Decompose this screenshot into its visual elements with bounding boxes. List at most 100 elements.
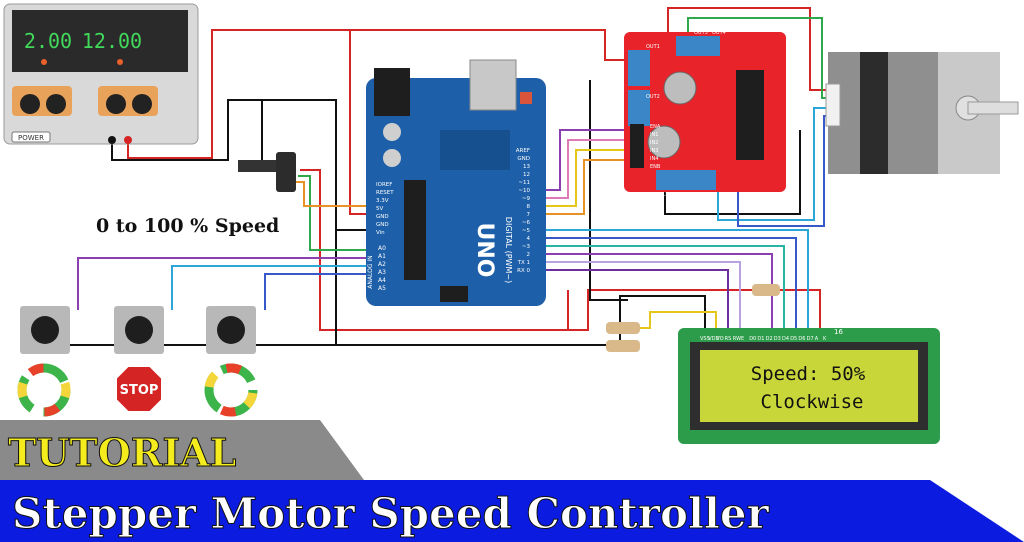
wires — [20, 7, 828, 346]
wire-5v-red — [349, 30, 372, 215]
capacitor — [383, 149, 401, 167]
wire-in2-pink — [540, 139, 628, 199]
potentiometer[interactable] — [238, 152, 296, 192]
motor-connector — [825, 83, 841, 127]
stop-octagon — [115, 365, 163, 413]
microcontroller-chip — [404, 180, 426, 280]
power-terminal — [656, 170, 716, 190]
driver-pin-label: IN2 — [650, 140, 658, 146]
digital-pin-label: TX 1 — [517, 260, 530, 266]
wire-in1-purple — [540, 129, 628, 191]
driver-pin-label: ENA — [650, 124, 661, 130]
rotate-counterclockwise-icon — [204, 363, 258, 417]
usb-port — [469, 59, 517, 111]
current-coarse-knob[interactable] — [20, 94, 40, 114]
voltage-fine-knob[interactable] — [132, 94, 152, 114]
resistors — [606, 284, 780, 352]
wire-in3-yellow — [540, 149, 628, 207]
voltage-coarse-knob[interactable] — [106, 94, 126, 114]
lcd-pin-label: VSS — [700, 336, 710, 342]
digital-pin-label: 2 — [527, 252, 531, 258]
lcd-pin-label: VDD — [708, 336, 719, 342]
driver-capacitor — [663, 71, 697, 105]
digital-pin-label: ~5 — [522, 228, 531, 234]
resistor — [752, 284, 780, 296]
analog-pin-label: A4 — [378, 277, 386, 284]
wire-lcd-violet — [540, 269, 729, 330]
stop-sign-label: STOP — [120, 383, 159, 398]
wire-motor-cyan — [717, 107, 828, 221]
digital-pin-label: GND — [517, 156, 530, 162]
current-fine-knob[interactable] — [46, 94, 66, 114]
analog-pin-label: A1 — [378, 253, 386, 260]
lcd-pin-label: E — [741, 336, 744, 342]
rotate-ring — [17, 363, 71, 417]
indicator-led — [117, 59, 123, 65]
button-cap — [125, 316, 153, 344]
clockwise-button[interactable] — [20, 306, 70, 354]
power-button[interactable] — [11, 131, 51, 143]
driver-pin-label: ENB — [650, 164, 661, 170]
counterclockwise-button[interactable] — [206, 306, 256, 354]
wire-lcd-teal — [540, 245, 785, 330]
digital-pin-label: ~10 — [518, 188, 530, 194]
wire-gnd-bus — [335, 100, 706, 346]
wire-lcd-blue — [540, 237, 797, 330]
wire-contrast-yellow — [640, 311, 717, 330]
motor-stator — [860, 52, 888, 174]
digital-pin-label: 13 — [523, 164, 530, 170]
analog-pin-label: A0 — [378, 245, 386, 252]
driver-capacitor — [647, 125, 681, 159]
current-display: 12.00 — [82, 29, 142, 53]
push-buttons — [20, 306, 256, 354]
driver-pin-label: OUT3 — [694, 30, 708, 36]
rotate-ring-accent — [204, 363, 258, 417]
arduino-uno: UNO DIGITAL (PWM~) ANALOG IN IOREFRESET3… — [366, 59, 546, 306]
tutorial-banner-bg — [0, 420, 364, 480]
digital-pin-label: 4 — [527, 236, 531, 242]
lcd-pin-label: D5 — [790, 336, 797, 342]
wire-psu-red — [127, 29, 628, 159]
wire-motor-blue — [737, 115, 828, 227]
wire-btn2-cyan — [171, 265, 372, 310]
reset-button[interactable] — [520, 92, 532, 104]
lcd-pin-label: D3 — [774, 336, 781, 342]
rotate-clockwise-icon — [17, 363, 71, 417]
digital-pin-label: ~6 — [522, 220, 531, 226]
wire-pot-green — [298, 175, 372, 251]
stepper-motor — [825, 52, 1019, 174]
power-pin-label: Vin — [376, 230, 385, 236]
power-pin-label: IOREF — [376, 182, 392, 188]
driver-pin-label: OUT2 — [646, 94, 660, 100]
driver-pin-label: IN4 — [650, 156, 658, 162]
rotate-ring-accent — [17, 363, 71, 417]
wire-lcd-lilac — [540, 261, 741, 330]
potentiometer-body — [276, 152, 296, 192]
indicator-led — [41, 59, 47, 65]
wire-pot-red — [300, 169, 821, 331]
lcd-pin-label: RW — [733, 336, 741, 342]
capacitor — [383, 123, 401, 141]
wire-pot-orange — [296, 181, 372, 207]
voltage-display: 2.00 — [24, 29, 72, 53]
driver-pin-label: 5V — [702, 192, 709, 198]
tutorial-label: TUTORIAL — [8, 430, 236, 475]
lcd-pin-label: D0 — [749, 336, 756, 342]
lcd-pin-count: 16 — [834, 328, 843, 336]
wire-motor-red — [667, 7, 828, 91]
button-cap — [31, 316, 59, 344]
lcd-line-1: Speed: 50% — [751, 363, 866, 385]
wire-btn3-blue — [264, 273, 372, 310]
driver-pin-label: OUT4 — [712, 30, 726, 36]
board-detail — [440, 130, 510, 170]
out1-terminal — [628, 50, 650, 86]
lcd-pin-label: D6 — [798, 336, 805, 342]
stop-button[interactable] — [114, 306, 164, 354]
power-button-label: POWER — [18, 134, 44, 142]
